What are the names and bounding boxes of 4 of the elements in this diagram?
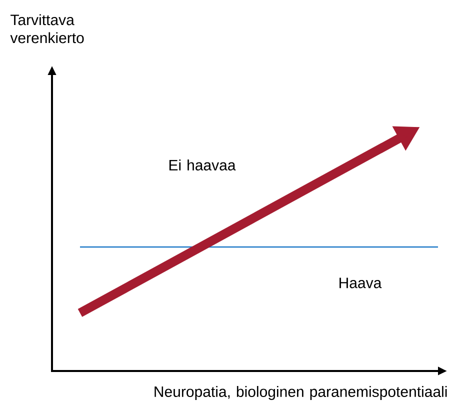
region-label: Haava xyxy=(340,278,382,288)
axis-label: Tarvittava verenkierto xyxy=(10,14,84,44)
region-label: Ei haavaa xyxy=(169,159,236,170)
axis-label: Neuropatia, biologinen paranemispotentiaali xyxy=(154,386,447,400)
